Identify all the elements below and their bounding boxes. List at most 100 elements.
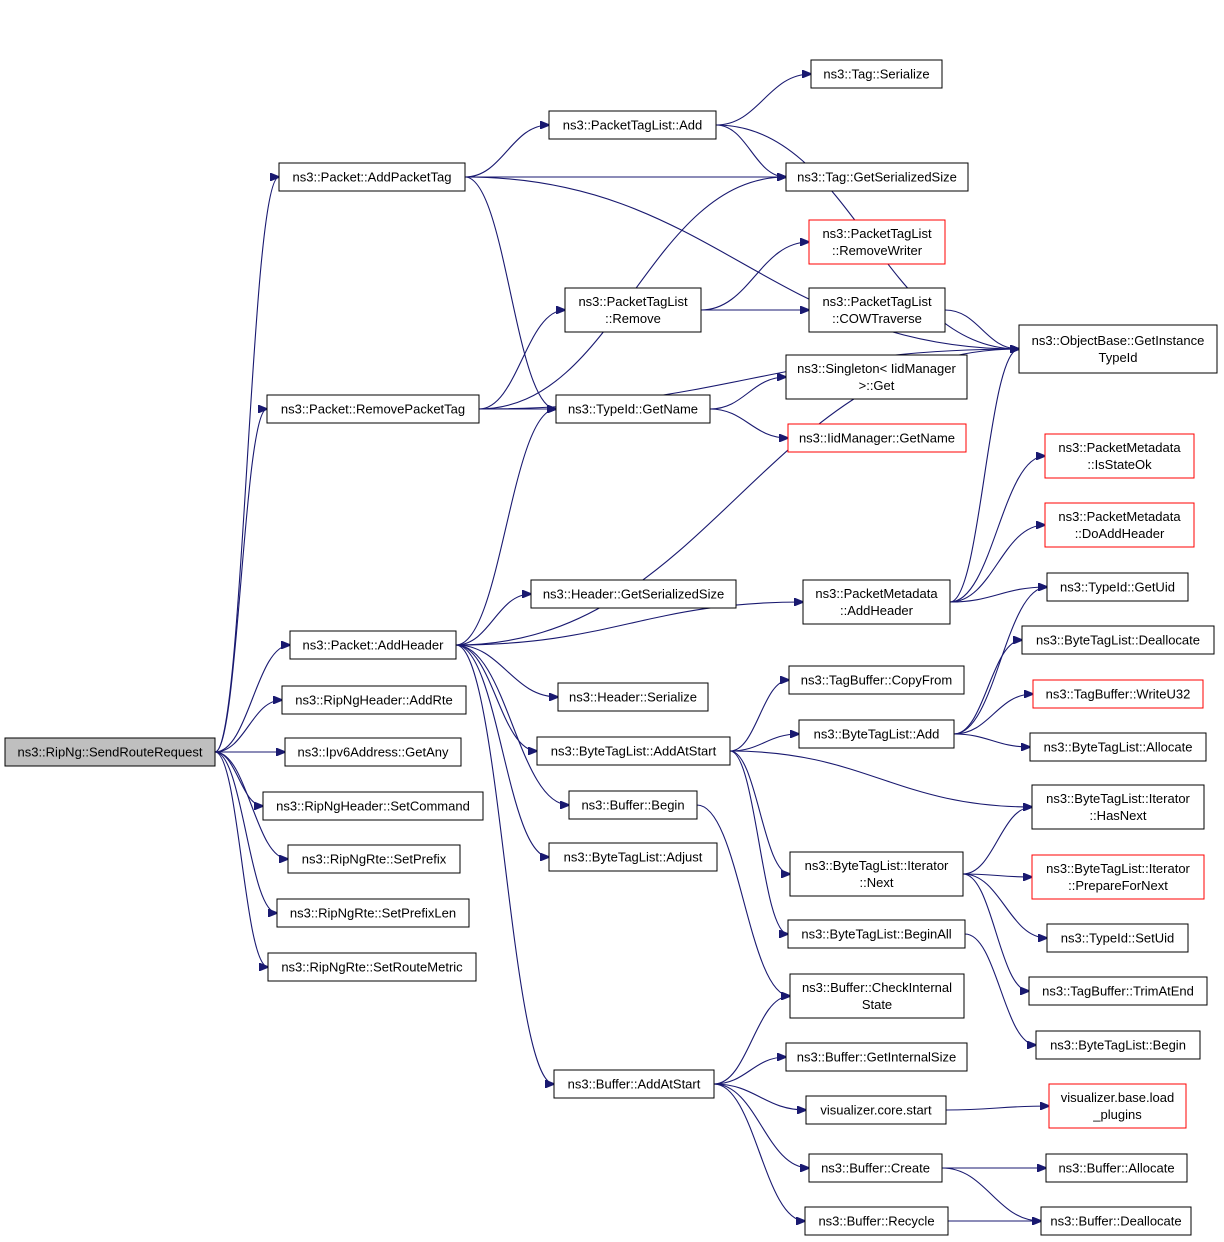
node-box[interactable] <box>789 973 965 1019</box>
node-packet-tag-list-add[interactable]: ns3::PacketTagList::Add <box>548 110 717 140</box>
node-box[interactable] <box>808 1153 943 1183</box>
node-box[interactable] <box>804 1206 949 1236</box>
node-box[interactable] <box>548 110 717 140</box>
node-box[interactable] <box>785 354 968 400</box>
node-box[interactable] <box>1031 854 1205 900</box>
node-byte-tag-list-iterator-prepare-for-next[interactable]: ns3::ByteTagList::Iterator::PrepareForNe… <box>1031 854 1205 900</box>
node-byte-tag-list-add-at-start[interactable]: ns3::ByteTagList::AddAtStart <box>536 736 731 766</box>
node-box[interactable] <box>4 737 216 767</box>
node-box[interactable] <box>564 287 702 333</box>
node-box[interactable] <box>289 630 457 660</box>
node-remove-packet-tag[interactable]: ns3::Packet::RemovePacketTag <box>266 394 480 424</box>
node-box[interactable] <box>787 919 966 949</box>
node-byte-tag-list-begin[interactable]: ns3::ByteTagList::Begin <box>1035 1030 1201 1060</box>
node-box[interactable] <box>1028 976 1208 1006</box>
node-box[interactable] <box>1035 1030 1201 1060</box>
node-header-get-serialized-size[interactable]: ns3::Header::GetSerializedSize <box>530 579 737 609</box>
node-box[interactable] <box>785 162 969 192</box>
node-box[interactable] <box>568 790 698 820</box>
node-box[interactable] <box>805 1095 947 1125</box>
node-buffer-recycle[interactable]: ns3::Buffer::Recycle <box>804 1206 949 1236</box>
node-box[interactable] <box>530 579 737 609</box>
node-box[interactable] <box>284 737 462 767</box>
node-visualizer-core-start[interactable]: visualizer.core.start <box>805 1095 947 1125</box>
node-byte-tag-list-add[interactable]: ns3::ByteTagList::Add <box>798 719 955 749</box>
node-byte-tag-list-allocate[interactable]: ns3::ByteTagList::Allocate <box>1029 732 1207 762</box>
node-byte-tag-list-begin-all[interactable]: ns3::ByteTagList::BeginAll <box>787 919 966 949</box>
node-byte-tag-list-deallocate[interactable]: ns3::ByteTagList::Deallocate <box>1021 625 1215 655</box>
node-buffer-allocate[interactable]: ns3::Buffer::Allocate <box>1045 1153 1188 1183</box>
node-box[interactable] <box>536 736 731 766</box>
node-send-route-request[interactable]: ns3::RipNg::SendRouteRequest <box>4 737 216 767</box>
node-box[interactable] <box>785 1042 968 1072</box>
node-box[interactable] <box>1046 572 1189 602</box>
node-byte-tag-list-iterator-next[interactable]: ns3::ByteTagList::Iterator::Next <box>789 851 964 897</box>
node-box[interactable] <box>1018 324 1218 374</box>
node-iid-manager-get-name[interactable]: ns3::IidManager::GetName <box>787 423 967 453</box>
node-buffer-add-at-start[interactable]: ns3::Buffer::AddAtStart <box>553 1069 715 1099</box>
node-tag-buffer-trim-at-end[interactable]: ns3::TagBuffer::TrimAtEnd <box>1028 976 1208 1006</box>
node-packet-metadata-do-add-header[interactable]: ns3::PacketMetadata::DoAddHeader <box>1044 502 1195 548</box>
node-box[interactable] <box>788 665 965 695</box>
node-box[interactable] <box>262 791 484 821</box>
node-box[interactable] <box>1029 732 1207 762</box>
node-packet-metadata-is-state-ok[interactable]: ns3::PacketMetadata::IsStateOk <box>1044 433 1195 479</box>
node-box[interactable] <box>1045 1153 1188 1183</box>
node-box[interactable] <box>808 219 946 265</box>
node-packet-tag-list-remove-writer[interactable]: ns3::PacketTagList::RemoveWriter <box>808 219 946 265</box>
node-add-header[interactable]: ns3::Packet::AddHeader <box>289 630 457 660</box>
node-box[interactable] <box>1032 679 1204 709</box>
node-ipv6-get-any[interactable]: ns3::Ipv6Address::GetAny <box>284 737 462 767</box>
node-box[interactable] <box>798 719 955 749</box>
node-packet-tag-list-remove[interactable]: ns3::PacketTagList::Remove <box>564 287 702 333</box>
node-buffer-get-internal-size[interactable]: ns3::Buffer::GetInternalSize <box>785 1042 968 1072</box>
node-packet-tag-list-cow-traverse[interactable]: ns3::PacketTagList::COWTraverse <box>808 287 946 333</box>
node-box[interactable] <box>287 844 461 874</box>
node-tag-buffer-write-u32[interactable]: ns3::TagBuffer::WriteU32 <box>1032 679 1204 709</box>
node-box[interactable] <box>810 59 943 89</box>
node-box[interactable] <box>553 1069 715 1099</box>
node-box[interactable] <box>266 394 480 424</box>
node-box[interactable] <box>281 685 467 715</box>
node-buffer-deallocate[interactable]: ns3::Buffer::Deallocate <box>1040 1206 1192 1236</box>
node-box[interactable] <box>557 682 709 712</box>
node-singleton-iid-manager-get[interactable]: ns3::Singleton< IidManager>::Get <box>785 354 968 400</box>
node-typeid-set-uid[interactable]: ns3::TypeId::SetUid <box>1046 923 1189 953</box>
node-ripng-header-set-command[interactable]: ns3::RipNgHeader::SetCommand <box>262 791 484 821</box>
node-typeid-get-name[interactable]: ns3::TypeId::GetName <box>555 394 711 424</box>
node-byte-tag-list-iterator-has-next[interactable]: ns3::ByteTagList::Iterator::HasNext <box>1031 784 1205 830</box>
node-tag-serialize[interactable]: ns3::Tag::Serialize <box>810 59 943 89</box>
node-box[interactable] <box>787 423 967 453</box>
node-ripng-header-add-rte[interactable]: ns3::RipNgHeader::AddRte <box>281 685 467 715</box>
node-box[interactable] <box>1044 433 1195 479</box>
node-byte-tag-list-adjust[interactable]: ns3::ByteTagList::Adjust <box>548 842 718 872</box>
node-box[interactable] <box>1040 1206 1192 1236</box>
node-ripng-rte-set-prefix-len[interactable]: ns3::RipNgRte::SetPrefixLen <box>276 898 470 928</box>
node-buffer-create[interactable]: ns3::Buffer::Create <box>808 1153 943 1183</box>
node-tag-buffer-copy-from[interactable]: ns3::TagBuffer::CopyFrom <box>788 665 965 695</box>
node-box[interactable] <box>548 842 718 872</box>
node-box[interactable] <box>1021 625 1215 655</box>
node-typeid-get-uid[interactable]: ns3::TypeId::GetUid <box>1046 572 1189 602</box>
node-tag-get-serialized-size[interactable]: ns3::Tag::GetSerializedSize <box>785 162 969 192</box>
node-box[interactable] <box>808 287 946 333</box>
node-packet-metadata-add-header[interactable]: ns3::PacketMetadata::AddHeader <box>802 579 951 625</box>
node-box[interactable] <box>1048 1083 1187 1129</box>
node-box[interactable] <box>555 394 711 424</box>
node-ripng-rte-set-route-metric[interactable]: ns3::RipNgRte::SetRouteMetric <box>267 952 477 982</box>
node-box[interactable] <box>802 579 951 625</box>
node-add-packet-tag[interactable]: ns3::Packet::AddPacketTag <box>278 162 466 192</box>
node-box[interactable] <box>1031 784 1205 830</box>
node-ripng-rte-set-prefix[interactable]: ns3::RipNgRte::SetPrefix <box>287 844 461 874</box>
node-header-serialize[interactable]: ns3::Header::Serialize <box>557 682 709 712</box>
node-box[interactable] <box>1046 923 1189 953</box>
node-box[interactable] <box>278 162 466 192</box>
node-box[interactable] <box>789 851 964 897</box>
node-box[interactable] <box>276 898 470 928</box>
node-visualizer-base-load-plugins[interactable]: visualizer.base.load_plugins <box>1048 1083 1187 1129</box>
node-box[interactable] <box>1044 502 1195 548</box>
node-buffer-begin[interactable]: ns3::Buffer::Begin <box>568 790 698 820</box>
node-box[interactable] <box>267 952 477 982</box>
